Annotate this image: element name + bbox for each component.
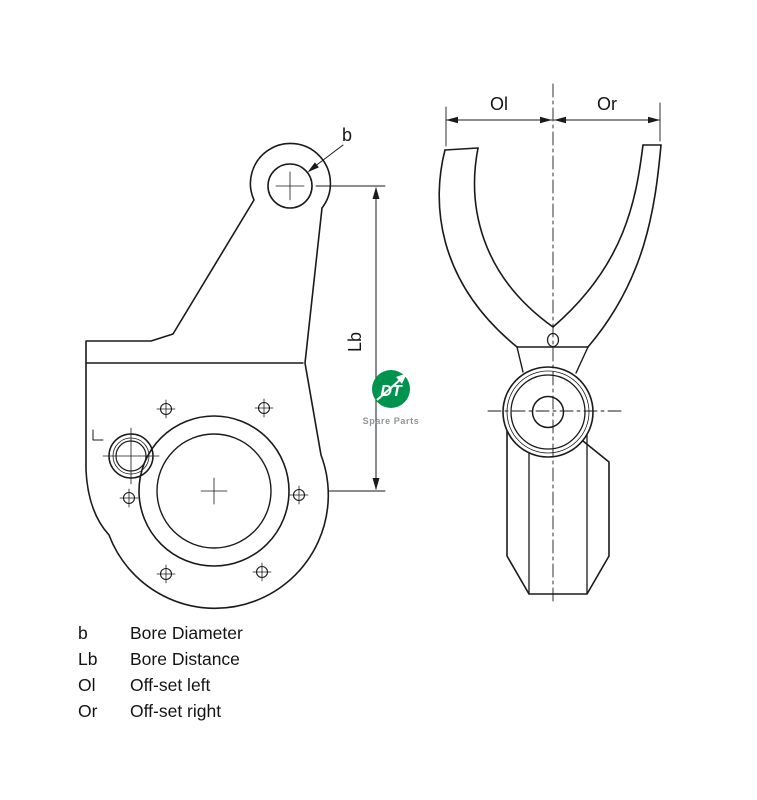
legend-row-offset-left: Ol Off-set left [78, 672, 243, 698]
dimension-labels: b Lb Ol Or [342, 94, 617, 352]
neck-right-edge [575, 346, 589, 374]
right-view-slack-adjuster [438, 83, 662, 603]
offset-left-label: Ol [490, 94, 508, 114]
screw [156, 564, 176, 584]
top-bore [267, 163, 313, 209]
legend-symbol: Lb [78, 649, 98, 669]
hub [502, 366, 594, 458]
or-arrow-right [648, 116, 660, 124]
spline-bore-center-marks [102, 427, 160, 485]
dimension-bore [307, 144, 344, 173]
hub-bore-circle [531, 395, 565, 429]
top-bore-center-marks [275, 171, 305, 201]
lb-arrow-bottom [372, 478, 380, 490]
bore-leader-line [313, 144, 344, 168]
dimension-offsets [445, 102, 661, 147]
lb-arrow-top [372, 187, 380, 199]
bore-leader-arrowhead [307, 162, 319, 173]
line-work [85, 83, 662, 610]
legend-description: Off-set right [130, 701, 222, 721]
housing-outer-bore [138, 415, 290, 567]
fork [438, 144, 662, 374]
spline-bore [92, 427, 160, 485]
bore-distance-label: Lb [345, 332, 365, 352]
dimension-bore-distance [315, 185, 386, 492]
arm-body-outline [85, 142, 332, 610]
legend: b Bore Diameter Lb Bore Distance Ol Off-… [78, 620, 243, 724]
logo-tagline: Spare Parts [363, 416, 420, 426]
hub-outer-circle [502, 366, 594, 458]
legend-description: Bore Distance [130, 649, 240, 669]
legend-row-offset-right: Or Off-set right [78, 698, 243, 724]
screw [156, 399, 176, 419]
brand-logo: DT Spare Parts [363, 370, 420, 426]
legend-symbol: Or [78, 701, 98, 721]
bore-label: b [342, 125, 352, 145]
hub-boss-circle [510, 374, 586, 450]
spline-bore-datum-mark [92, 429, 104, 441]
neck-left-edge [516, 346, 524, 373]
ol-arrow-right [540, 116, 552, 124]
legend-description: Off-set left [130, 675, 211, 695]
legend-row-bore: b Bore Diameter [78, 620, 243, 646]
legend-symbol: b [78, 623, 88, 643]
screw [254, 398, 274, 418]
right-prong-inner-edge [552, 144, 644, 328]
logo-arrow-shaft [376, 378, 402, 401]
offset-right-label: Or [597, 94, 617, 114]
left-view-slack-adjuster [85, 142, 332, 610]
legend-row-bore-distance: Lb Bore Distance [78, 646, 243, 672]
legend-symbol: Ol [78, 675, 96, 695]
left-prong-outer-edge [438, 149, 518, 348]
housing-center-marks [200, 477, 228, 505]
ol-arrow-left [446, 116, 458, 124]
right-prong-outer-edge [587, 144, 662, 348]
logo-name: DT [380, 383, 403, 400]
or-arrow-left [554, 116, 566, 124]
logo-arrow-icon [396, 373, 407, 384]
hub-ring-circle [506, 370, 590, 454]
screw [252, 562, 272, 582]
screw [289, 485, 309, 505]
legend-description: Bore Diameter [130, 623, 243, 643]
left-prong-tip [444, 147, 479, 151]
screw [119, 488, 139, 508]
flange-screws [119, 398, 309, 584]
left-prong-inner-edge [473, 147, 554, 328]
grease-hole [546, 332, 560, 348]
housing-inner-bore [156, 433, 272, 549]
hex-body [506, 430, 610, 595]
